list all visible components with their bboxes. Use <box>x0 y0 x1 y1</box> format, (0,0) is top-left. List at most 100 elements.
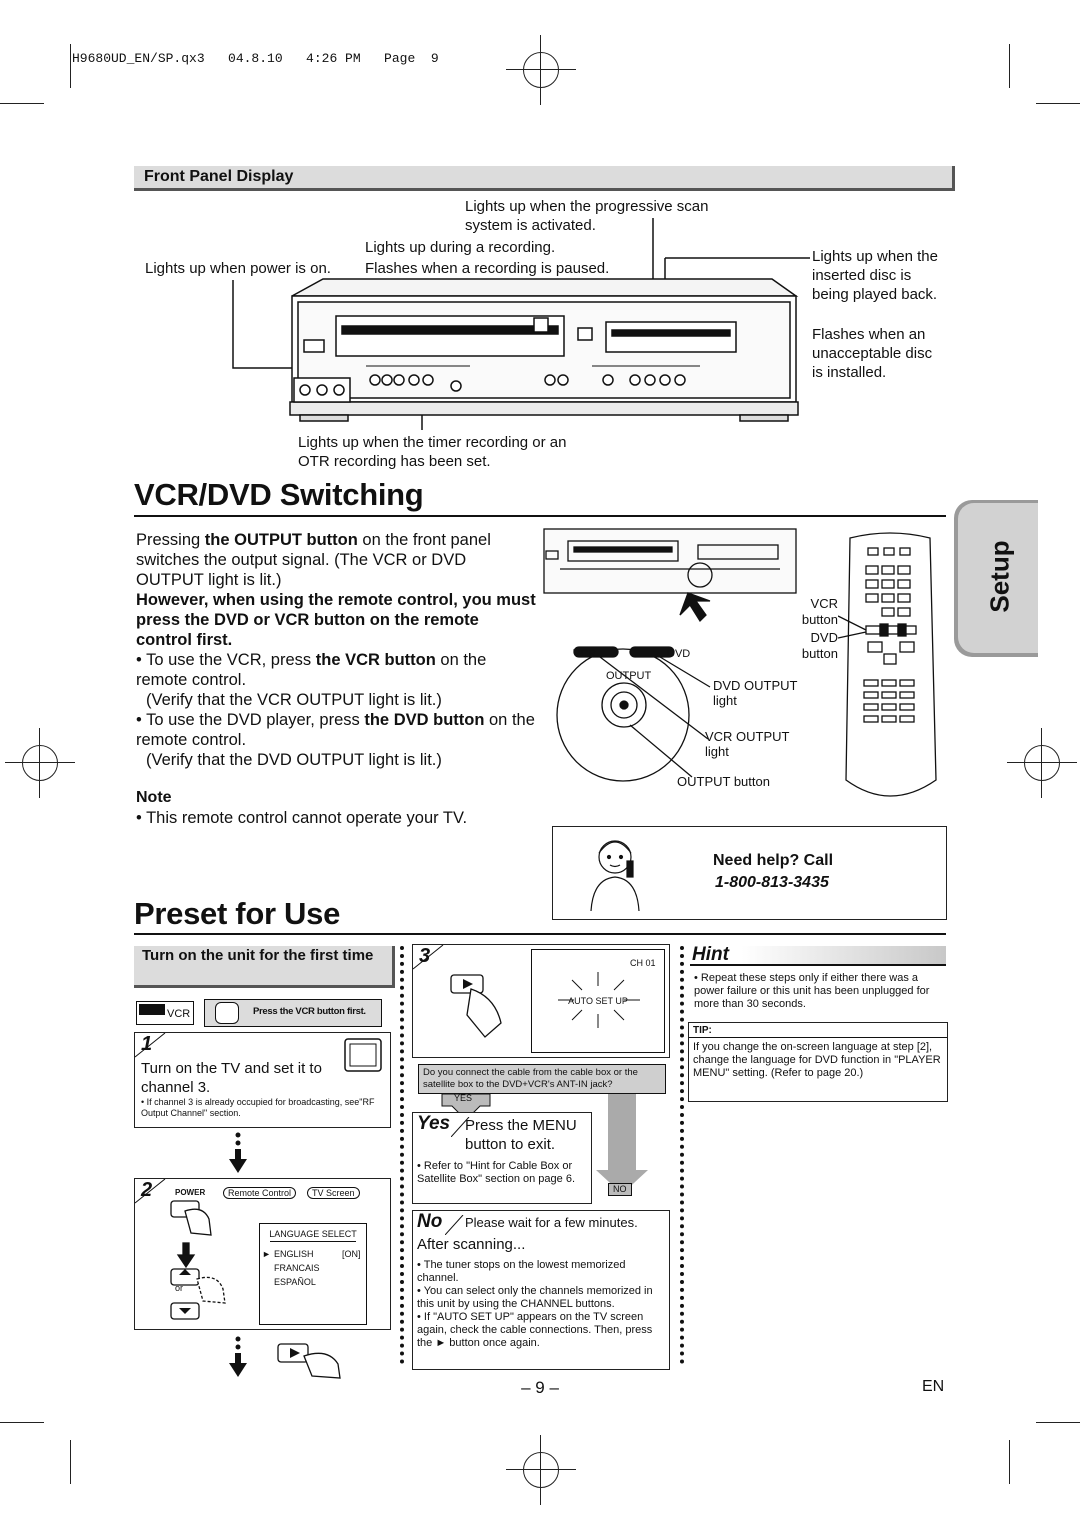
vcr-dvd-bullet-vcr: • To use the VCR, press the VCR button o… <box>136 651 487 709</box>
press-vcr-first-text: Press the VCR button first. <box>253 1006 366 1017</box>
crop-mark <box>0 1422 44 1423</box>
note-label: Note <box>136 789 172 806</box>
step-1-note: • If channel 3 is already occupied for b… <box>141 1097 375 1118</box>
step-2-number: 2 <box>141 1179 153 1201</box>
no-text: Please wait for a few minutes. <box>465 1215 638 1230</box>
front-panel-illustration <box>232 218 810 430</box>
no-tag: NO <box>608 1183 632 1196</box>
power-label: POWER <box>175 1188 206 1197</box>
title-rule <box>134 515 946 517</box>
hint-header: Hint <box>690 944 946 966</box>
title-preset-for-use: Preset for Use <box>134 896 341 931</box>
yes-word: Yes <box>417 1113 451 1134</box>
title-rule <box>134 933 946 935</box>
tv-screen-tag: TV Screen <box>307 1187 360 1199</box>
callout-power: Lights up when power is on. <box>145 260 331 277</box>
yes-note: • Refer to "Hint for Cable Box or Satell… <box>417 1160 576 1185</box>
step-1-text: Turn on the TV and set it to channel 3. <box>141 1060 322 1096</box>
no-notes: • The tuner stops on the lowest memorize… <box>417 1259 665 1350</box>
title-vcr-dvd-switching: VCR/DVD Switching <box>134 477 424 512</box>
registration-mark <box>506 35 576 105</box>
auto-setup-screen: CH 01 AUTO SET UP <box>531 949 665 1053</box>
play-button-press-illustration <box>277 1343 341 1379</box>
language-option-francais[interactable]: FRANCAIS <box>274 1263 320 1273</box>
language-option-selected-arrow: ► <box>262 1249 271 1259</box>
print-slug: H9680UD_EN/SP.qx3 04.8.10 4:26 PM Page 9 <box>72 51 439 66</box>
column-divider <box>680 946 684 1364</box>
language-code: EN <box>922 1378 945 1395</box>
vcr-button-icon <box>215 1002 239 1024</box>
vcr-dvd-intro: Pressing the OUTPUT button on the front … <box>136 531 491 589</box>
help-box: Need help? Call 1-800-813-3435 <box>552 826 947 920</box>
diagram-dvd-label: DVD <box>667 648 691 660</box>
callout-timer: Lights up when the timer recording or an… <box>298 434 567 470</box>
hint-text: • Repeat these steps only if either ther… <box>694 972 930 1010</box>
callout-progressive: Lights up when the progressive scan syst… <box>465 198 709 234</box>
language-option-espanol[interactable]: ESPAÑOL <box>274 1277 316 1287</box>
side-tab-label: Setup <box>984 540 1015 613</box>
tip-box: TIP: If you change the on-screen languag… <box>688 1022 948 1102</box>
play-button-press-illustration <box>450 974 502 1038</box>
output-diagram <box>543 528 797 782</box>
registration-mark <box>506 1435 576 1505</box>
registration-mark <box>1007 728 1077 798</box>
crop-mark <box>70 1440 71 1484</box>
language-select-title: LANGUAGE SELECT <box>269 1229 357 1239</box>
yes-branch-box: Yes Press the MENU button to exit. • Ref… <box>412 1112 592 1204</box>
no-word: No <box>417 1211 443 1232</box>
diagram-vcr-button: VCR button <box>801 596 838 627</box>
helpdesk-person-icon <box>590 840 640 912</box>
vcr-dvd-remote-warning: However, when using the remote control, … <box>136 591 536 649</box>
diagram-output-button: OUTPUT button <box>677 774 770 789</box>
registration-mark <box>5 728 75 798</box>
side-tab[interactable]: Setup <box>958 503 1038 653</box>
section-heading-turn-on: Turn on the unit for the first time <box>134 946 395 988</box>
vcr-dvd-bullet-dvd: • To use the DVD player, press the DVD b… <box>136 711 535 769</box>
crop-mark <box>1009 1440 1010 1484</box>
step-1-number: 1 <box>141 1033 153 1055</box>
diagram-vcr-output-light: VCR OUTPUT light <box>705 729 790 759</box>
cable-question: Do you connect the cable from the cable … <box>418 1064 666 1094</box>
down-arrow-icon <box>229 1336 247 1377</box>
page-number: – 9 – <box>521 1378 559 1397</box>
help-phone[interactable]: 1-800-813-3435 <box>715 874 829 891</box>
diagram-dvd-output-light: DVD OUTPUT light <box>713 678 798 708</box>
after-scanning: After scanning... <box>417 1236 526 1253</box>
auto-set-up-label: AUTO SET UP <box>568 996 628 1006</box>
step-corner-slash <box>135 1033 166 1058</box>
diagram-dvd-button: DVD button <box>801 630 838 661</box>
crop-mark <box>1009 44 1010 88</box>
language-select-screen: LANGUAGE SELECT ► ENGLISH [ON] FRANCAIS … <box>259 1223 367 1325</box>
remote-control-illustration <box>838 532 937 797</box>
tip-label: TIP: <box>693 1025 712 1036</box>
down-arrow-icon <box>229 1132 247 1173</box>
section-heading-front-panel: Front Panel Display <box>134 166 955 191</box>
remote-control-tag: Remote Control <box>223 1187 297 1199</box>
no-note-1: • The tuner stops on the lowest memorize… <box>417 1259 626 1284</box>
crop-mark <box>1036 1422 1080 1423</box>
flashing-rays <box>558 972 640 1028</box>
channel-readout: CH 01 <box>630 958 656 968</box>
language-option-english[interactable]: ENGLISH <box>274 1249 314 1259</box>
crop-mark <box>1036 103 1080 104</box>
yes-slash <box>451 1117 470 1137</box>
callout-disc-unacceptable: Flashes when an unacceptable disc is ins… <box>812 326 933 381</box>
step-3-box: 3 CH 01 AUTO SET UP <box>412 944 670 1058</box>
note-text: • This remote control cannot operate you… <box>136 809 468 827</box>
callout-disc-played: Lights up when the inserted disc is bein… <box>812 248 938 303</box>
callout-recording-1: Lights up during a recording. <box>365 239 556 256</box>
step-corner-slash <box>413 945 444 970</box>
vcr-mode-badge-label: VCR <box>167 1008 191 1020</box>
press-vcr-first-bar: Press the VCR button first. <box>204 999 382 1027</box>
vcr-mode-badge: VCR <box>136 1001 194 1025</box>
column-divider <box>400 946 404 1364</box>
yes-tag: YES <box>454 1093 473 1103</box>
crop-mark <box>0 103 44 104</box>
language-option-on: [ON] <box>342 1249 361 1259</box>
step-corner-slash <box>135 1179 166 1204</box>
crop-mark <box>70 44 71 88</box>
tip-text: If you change the on-screen language at … <box>693 1041 941 1079</box>
step-1-box: 1 Turn on the TV and set it to channel 3… <box>134 1032 391 1128</box>
no-note-3: • If "AUTO SET UP" appears on the TV scr… <box>417 1311 653 1349</box>
no-branch-box: No Please wait for a few minutes. After … <box>412 1210 670 1370</box>
